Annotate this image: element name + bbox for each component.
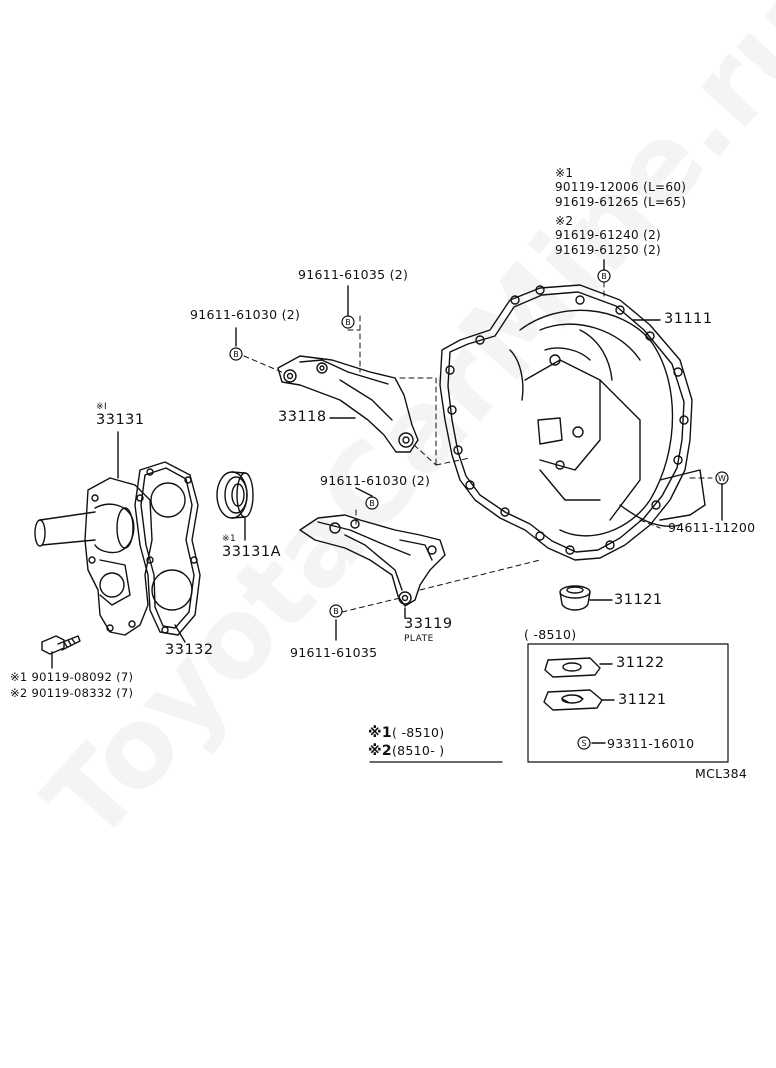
part-label-31121-top: 31121 xyxy=(614,592,663,608)
part-label-91611-61030-2-upper: 91611-61030 (2) xyxy=(190,307,301,322)
b-marker: B xyxy=(601,272,607,281)
part-label-33131: 33131 xyxy=(96,412,145,428)
legend-range-1: ( -8510) xyxy=(392,725,445,740)
part-mark-33131: ※I xyxy=(96,402,108,412)
part-label-31121-box: 31121 xyxy=(618,692,667,708)
b-marker: B xyxy=(369,499,375,508)
note-line-1: 90119-12006 (L=60) xyxy=(555,180,687,194)
note-mark-2: ※2 xyxy=(555,214,574,228)
part-label-33118: 33118 xyxy=(278,409,327,425)
part-label-91611-61035-2: 91611-61035 (2) xyxy=(298,267,409,282)
part-label-bolt-2: ※2 90119-08332 (7) xyxy=(10,686,134,700)
part-label-31122: 31122 xyxy=(616,655,665,671)
w-marker: W xyxy=(718,474,726,483)
oil-seal-33131a xyxy=(216,471,254,519)
part-label-33132: 33132 xyxy=(165,642,214,658)
gasket-31122 xyxy=(544,657,601,678)
bracket-33118 xyxy=(277,355,419,453)
note-mark-1: ※1 xyxy=(555,166,574,180)
diagram-code: MCL384 xyxy=(695,766,748,781)
legend-mark-2: ※2 xyxy=(368,743,392,759)
part-label-31111: 31111 xyxy=(664,311,713,327)
drain-plug-31121 xyxy=(559,585,591,611)
part-label-93311-16010: 93311-16010 xyxy=(607,736,695,751)
legend-range-2: (8510- ) xyxy=(392,743,445,758)
legend-mark-1: ※1 xyxy=(368,725,392,741)
part-sublabel-plate: PLATE xyxy=(404,634,434,644)
note-line-4: 91619-61250 (2) xyxy=(555,243,661,257)
part-label-bolt-1: ※1 90119-08092 (7) xyxy=(10,670,134,684)
note-line-3: 91619-61240 (2) xyxy=(555,228,661,242)
b-marker: B xyxy=(233,350,239,359)
part-mark-33131a: ※1 xyxy=(222,534,237,544)
gasket-31121 xyxy=(543,689,603,711)
box-range-label: ( -8510) xyxy=(524,627,577,642)
part-label-94611-11200: 94611-11200 xyxy=(668,520,756,535)
gasket-33132 xyxy=(134,461,201,636)
part-label-33131a: 33131A xyxy=(222,544,282,560)
s-marker: S xyxy=(581,739,586,748)
clutch-housing-31111 xyxy=(439,284,706,561)
part-label-91611-61035: 91611-61035 xyxy=(290,645,378,660)
part-label-33119: 33119 xyxy=(404,616,453,632)
note-line-2: 91619-61265 (L=65) xyxy=(555,195,687,209)
bolt-90119 xyxy=(41,635,81,655)
part-label-91611-61030-2-lower: 91611-61030 (2) xyxy=(320,473,431,488)
b-marker: B xyxy=(333,607,339,616)
b-marker: B xyxy=(345,318,351,327)
front-bearing-retainer-33131 xyxy=(34,477,154,636)
bracket-33119 xyxy=(299,514,446,607)
variant-box xyxy=(527,643,729,763)
